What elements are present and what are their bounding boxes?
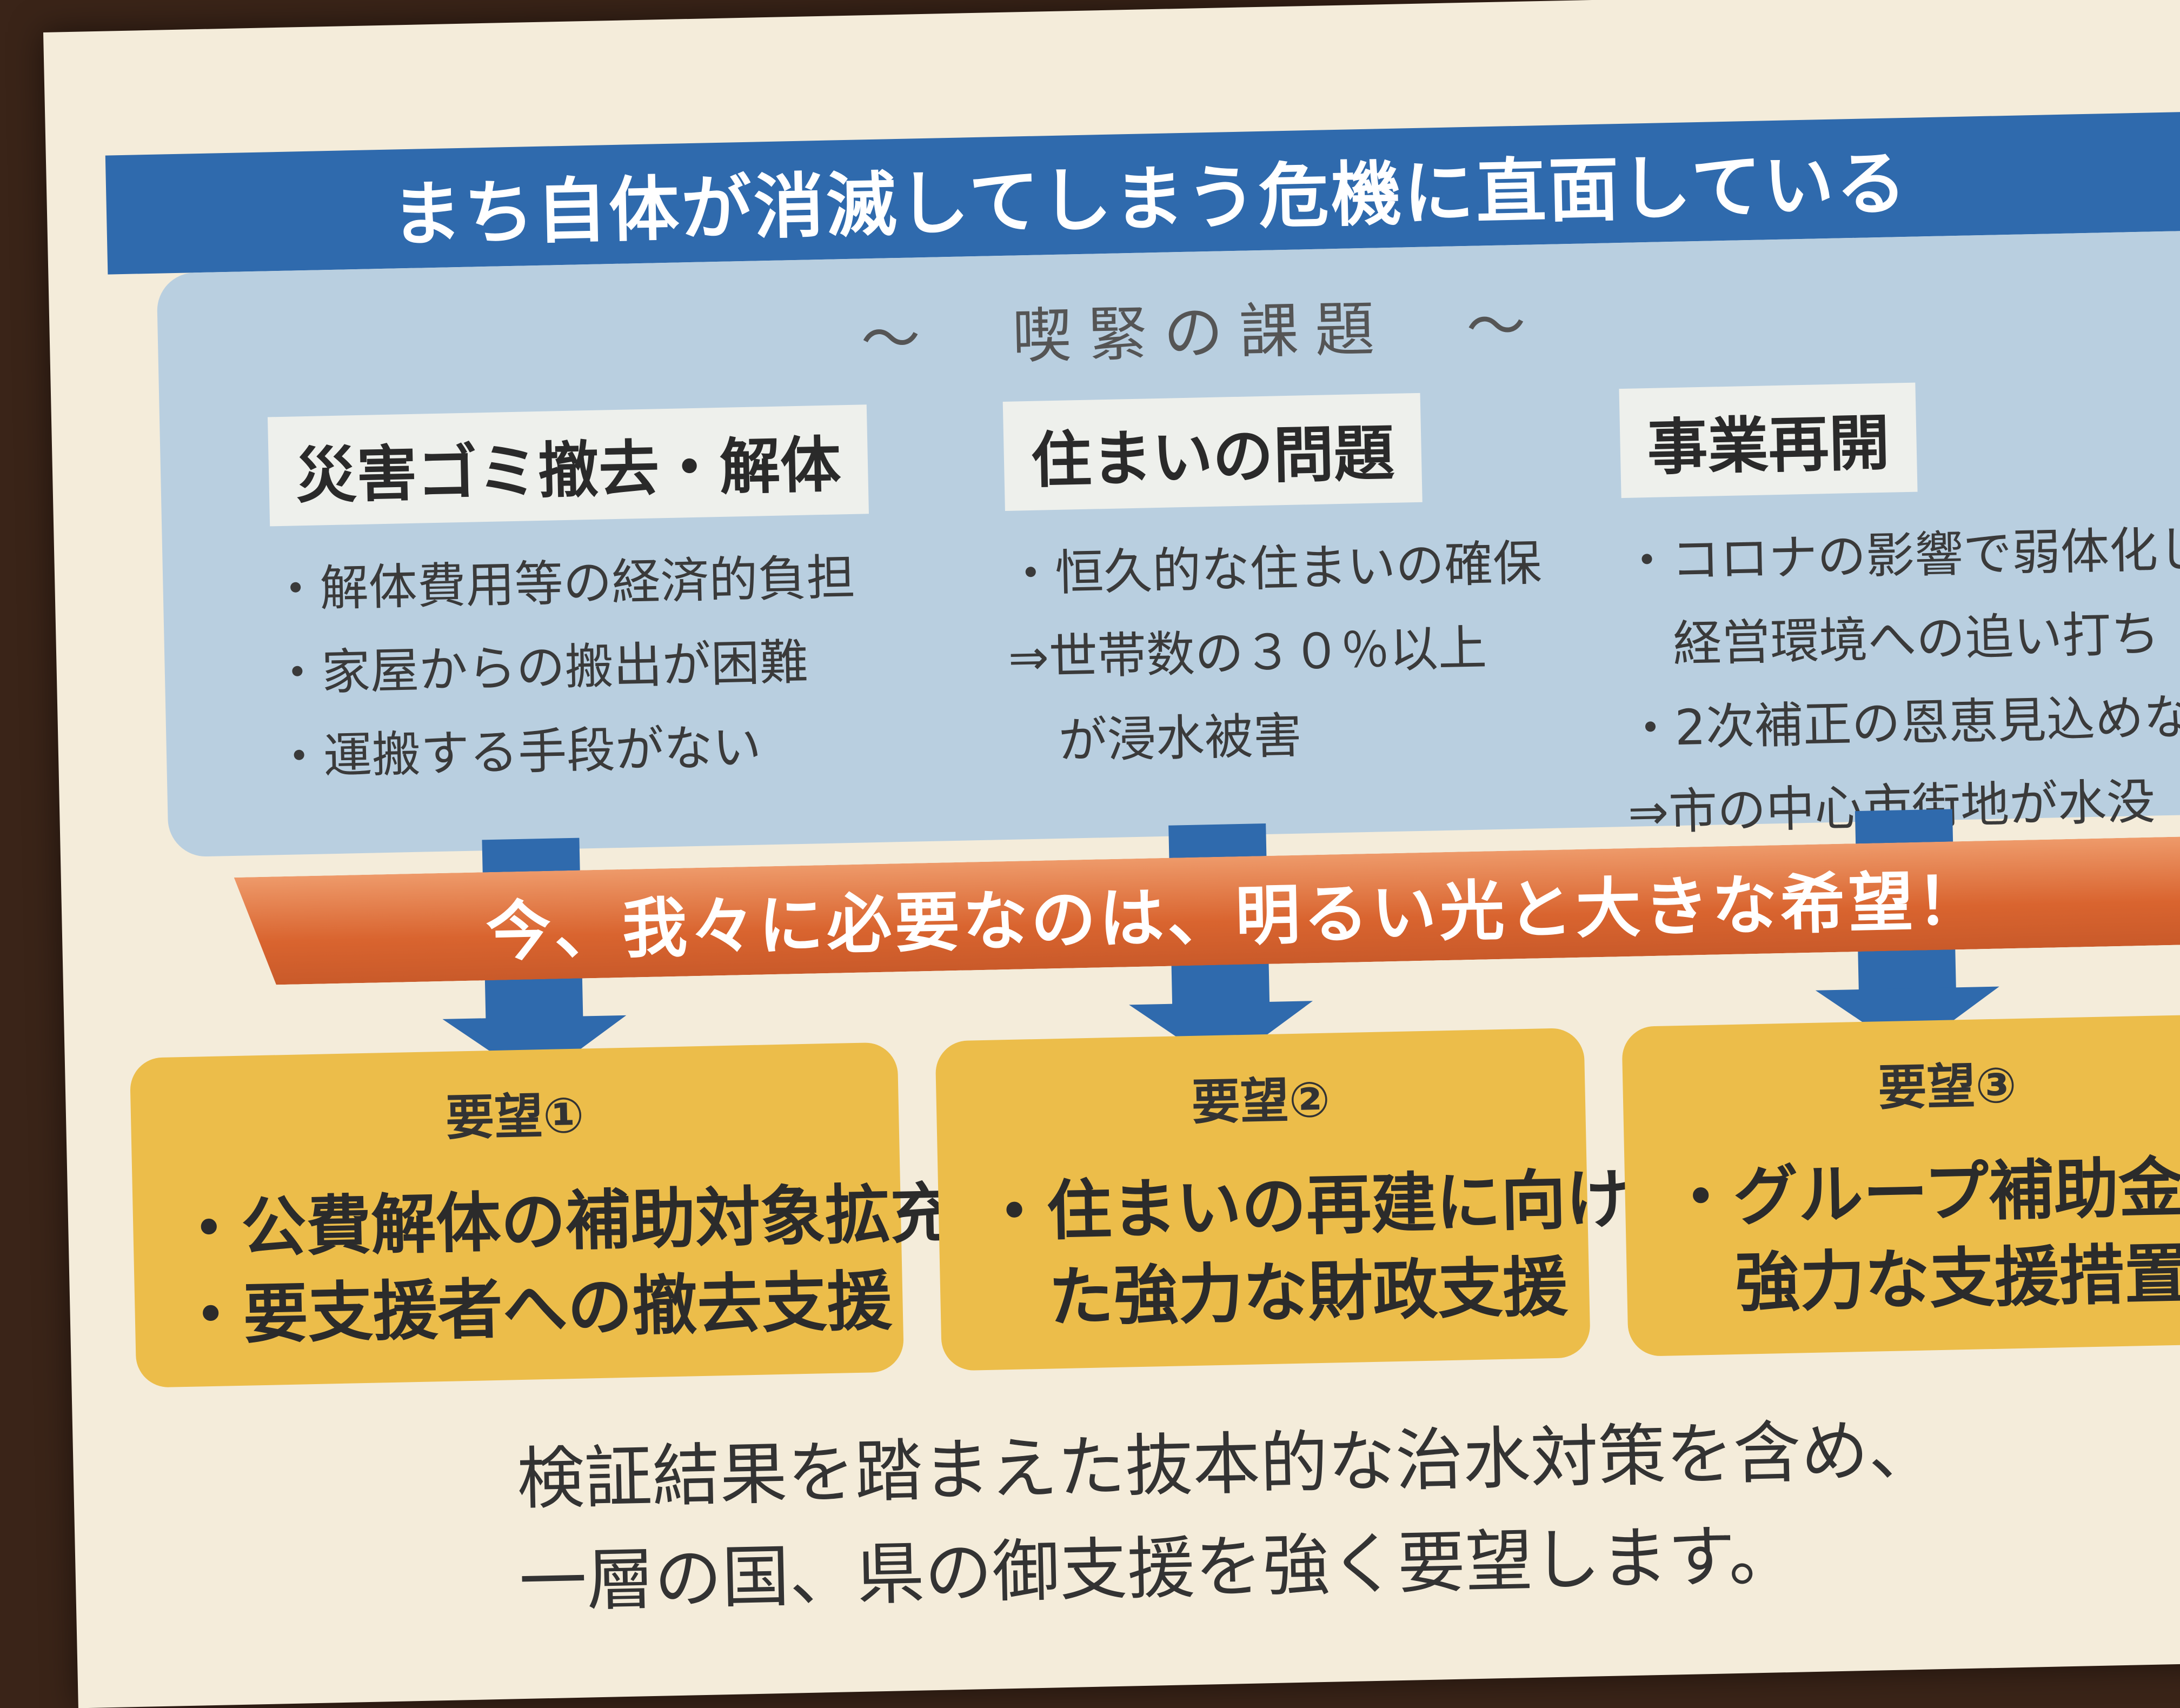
request-body: ・公費解体の補助対象拡充 ・要支援者への撤去支援 [175,1176,956,1354]
issues-title: 〜 喫緊の課題 〜 [860,291,1543,375]
issue-column-business: 事業再開 ・コロナの影響で弱体化した 経営環境への追い打ち ・2次補正の恩恵見込… [1619,376,2180,855]
issue-column-housing: 住まいの問題 ・恒久的な住まいの確保 ⇒世帯数の３０％以上 が浸水被害 [1002,390,1546,784]
issue-column-debris: 災害ゴミ撤去・解体 ・解体費用等の経済的負担 ・家屋からの搬出が困難 ・運搬する… [267,404,875,799]
request-box-3: 要望③ ・グループ補助金等の 強力な支援措置 [1621,1013,2180,1357]
request-body: ・住まいの再建に向け た強力な財政支援 [981,1162,1632,1336]
request-body: ・グループ補助金等の 強力な支援措置 [1667,1147,2180,1321]
issue-heading: 事業再開 [1619,382,1918,499]
issue-heading: 災害ゴミ撤去・解体 [267,404,869,527]
closing-statement: 検証結果を踏まえた抜本的な治水対策を含め、 一層の国、県の御支援を強く要望します… [516,1411,1937,1622]
request-box-2: 要望② ・住まいの再建に向け た強力な財政支援 [935,1027,1632,1371]
issue-lines: ・コロナの影響で弱体化した 経営環境への追い打ち ・2次補正の恩恵見込めない ⇒… [1622,520,2180,841]
request-box-1: 要望① ・公費解体の補助対象拡充 ・要支援者への撤去支援 [129,1042,956,1388]
issue-lines: ・解体費用等の経済的負担 ・家屋からの搬出が困難 ・運搬する手段がない [270,549,856,786]
request-label: 要望③ [1877,1057,2017,1117]
urgent-issues-panel: 〜 喫緊の課題 〜 災害ゴミ撤去・解体 ・解体費用等の経済的負担 ・家屋からの搬… [156,229,2180,858]
document-sheet: まち自体が消滅してしまう危機に直面している 〜 喫緊の課題 〜 災害ゴミ撤去・解… [43,0,2180,1708]
issue-lines: ・恒久的な住まいの確保 ⇒世帯数の３０％以上 が浸水被害 [1006,535,1543,770]
request-label: 要望① [445,1087,585,1147]
issue-heading: 住まいの問題 [1002,393,1423,511]
request-label: 要望② [1191,1071,1331,1131]
